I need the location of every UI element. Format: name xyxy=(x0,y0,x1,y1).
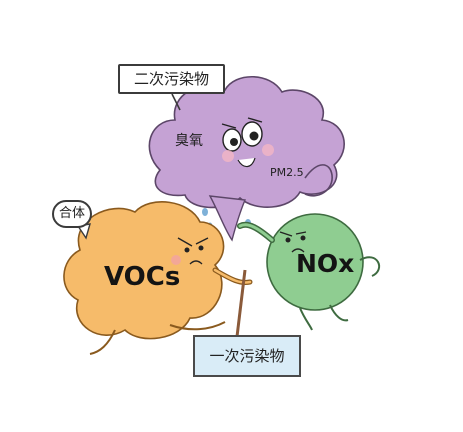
vocs-label: VOCs xyxy=(104,262,181,292)
primary-pollutant-sign: 一次污染物 xyxy=(193,335,301,377)
nox-label: NOx xyxy=(296,249,355,278)
ozone-cloud-character xyxy=(148,76,345,242)
merge-speech-bubble: 合体 xyxy=(52,200,92,228)
pm25-label: PM2.5 xyxy=(270,166,304,179)
nox-character xyxy=(237,213,381,331)
secondary-pollutant-label: 二次污染物 xyxy=(118,64,225,94)
ozone-label: 臭氧 xyxy=(175,133,203,149)
sign-stick xyxy=(234,269,247,346)
vocs-character xyxy=(63,201,253,355)
